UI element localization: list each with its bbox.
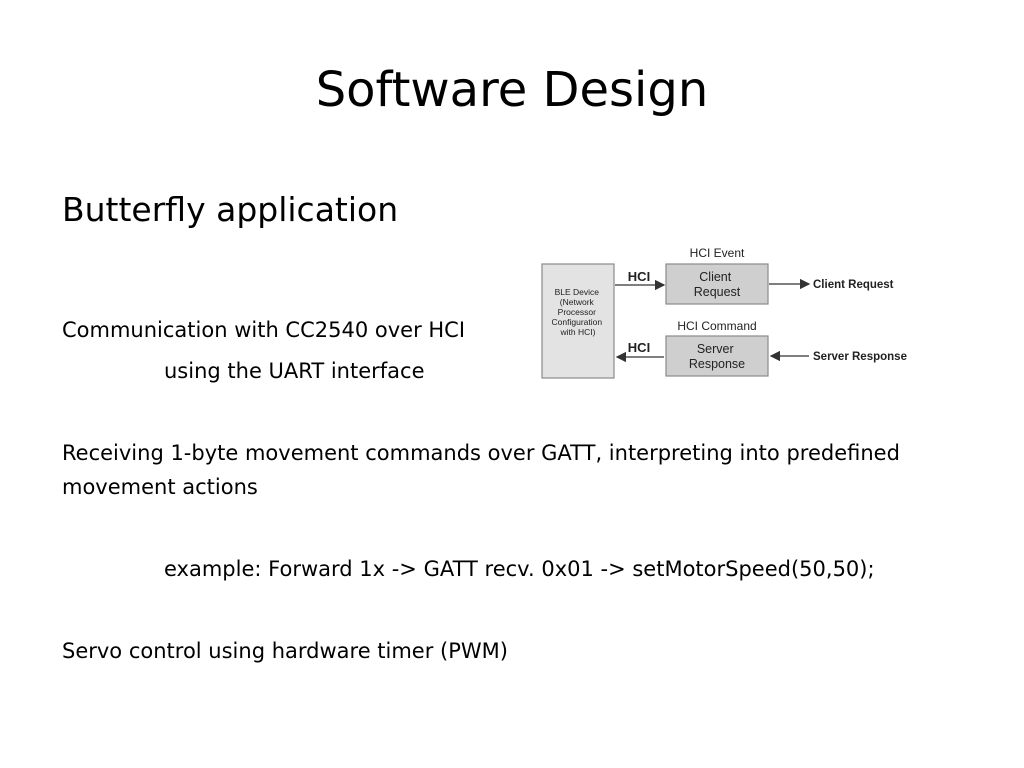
hci-top-label: HCI [628,269,650,284]
device-line-3: Processor [558,307,596,317]
server-response-box-label: Server Response [689,342,745,371]
client-request-box-label: Client Request [694,270,741,299]
ble-device-label: BLE Device (Network Processor Configurat… [552,287,605,337]
hci-bottom-label: HCI [628,340,650,355]
slide-subtitle: Butterfly application [62,190,399,229]
slide-title: Software Design [315,62,709,118]
hci-diagram: BLE Device (Network Processor Configurat… [538,243,928,388]
client-request-box [665,263,769,305]
hci-event-header: HCI Event [690,246,745,260]
bullet-uart: using the UART interface [164,359,425,383]
device-line-5: with HCI) [560,327,596,337]
client-request-label: Client Request [813,279,894,291]
hci-diagram-svg: BLE Device (Network Processor Configurat… [541,246,907,379]
device-line-2: (Network [560,297,595,307]
hci-command-header: HCI Command [677,319,756,333]
bullet-example: example: Forward 1x -> GATT recv. 0x01 -… [164,557,875,581]
device-line-4: Configuration [552,317,603,327]
device-line-1: BLE Device [555,287,600,297]
bullet-servo: Servo control using hardware timer (PWM) [62,639,508,663]
bullet-communication: Communication with CC2540 over HCI [62,318,466,342]
ble-device-box [541,263,615,379]
server-response-label: Server Response [813,351,907,363]
server-response-box [665,335,769,377]
bullet-receiving: Receiving 1-byte movement commands over … [62,441,900,499]
